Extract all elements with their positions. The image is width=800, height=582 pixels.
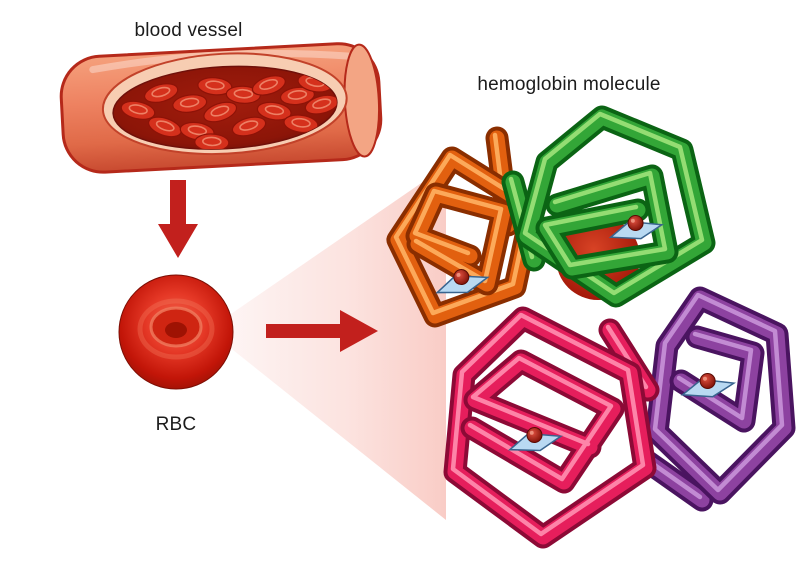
hemoglobin-molecule-label: hemoglobin molecule (477, 74, 661, 95)
blood-vessel-label: blood vessel (134, 20, 243, 41)
rbc-dimple-ring (149, 306, 203, 348)
right-arrow-icon (266, 310, 378, 352)
rbc-rim-highlight (137, 298, 215, 360)
zoom-cone (228, 166, 446, 520)
down-arrow-icon (158, 180, 198, 258)
hemoglobin-molecule-illustration (396, 114, 784, 537)
rbc-dimple-center (165, 322, 187, 338)
blood-vessel-illustration (59, 42, 383, 174)
rbc-label: RBC (155, 414, 197, 435)
subunit-green (511, 114, 704, 296)
subunit-purple (646, 295, 784, 500)
subunit-pink (453, 315, 648, 537)
red-blood-cell-illustration (118, 274, 234, 390)
